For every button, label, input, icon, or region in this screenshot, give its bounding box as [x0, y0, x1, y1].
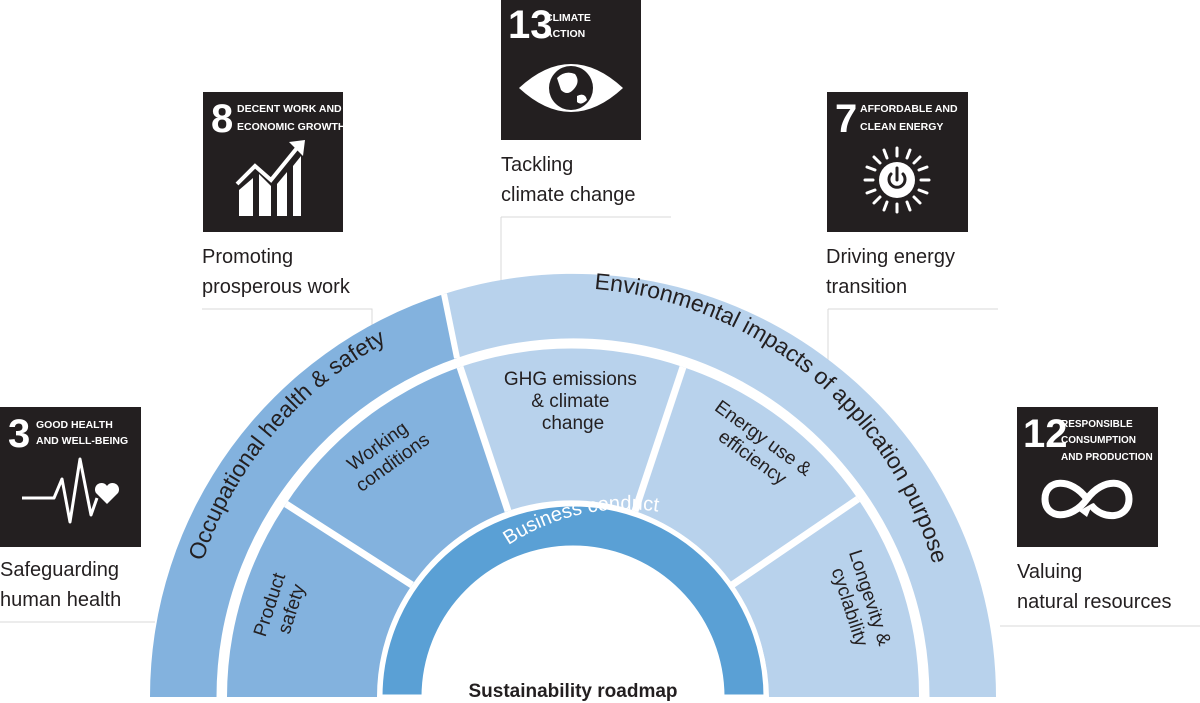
sdg-number: 3 [8, 412, 30, 456]
center-label: Sustainability roadmap [468, 681, 677, 702]
ring-separator [216, 340, 930, 698]
segment-label-line: & climate [531, 391, 609, 412]
sdg-title: CLIMATE ACTION [545, 12, 594, 40]
sdg-caption-12: Valuing natural resources [1017, 561, 1172, 613]
infinity-loop-icon [1041, 479, 1133, 520]
leader-lines [0, 216, 1200, 627]
segment-label-ghg-emissions: GHG emissions & climate change [504, 369, 642, 434]
heartbeat-icon [22, 457, 120, 524]
sdg-tile-12[interactable]: 12 RESPONSIBLE CONSUMPTION AND PRODUCTIO… [1017, 407, 1158, 547]
outer-ring-divider [441, 293, 460, 359]
sdg-title: GOOD HEALTH AND WELL-BEING [36, 419, 128, 447]
outer-ring-right[interactable] [444, 273, 996, 697]
segment-label-line: change [542, 413, 604, 434]
sdg-title: AFFORDABLE AND CLEAN ENERGY [860, 103, 961, 133]
sdg-number: 7 [835, 97, 857, 141]
sdg-tile-8[interactable]: 8 DECENT WORK AND ECONOMIC GROWTH [203, 92, 346, 232]
segment-dividers [284, 365, 860, 588]
outer-ring-left[interactable] [149, 294, 457, 697]
sdg-caption-7: Driving energy transition [826, 246, 961, 298]
sdg-tile-3[interactable]: 3 GOOD HEALTH AND WELL-BEING [0, 407, 141, 547]
segment-longevity[interactable] [732, 499, 920, 697]
leader-line-sdg7 [827, 308, 998, 365]
sdg-number: 13 [508, 3, 553, 47]
segment-energy-use[interactable] [635, 367, 858, 585]
leader-line-sdg8 [202, 308, 373, 332]
sdg-title: RESPONSIBLE CONSUMPTION AND PRODUCTION [1061, 419, 1153, 463]
sdg-tile-13[interactable]: 13 CLIMATE ACTION [501, 0, 641, 140]
leader-line-sdg13 [500, 216, 671, 282]
sdg-caption-13: Tackling climate change [501, 154, 636, 206]
sdg-caption-3: Safeguarding human health [0, 559, 125, 611]
sdg-title: DECENT WORK AND ECONOMIC GROWTH [237, 103, 346, 133]
segment-label-line: GHG emissions [504, 369, 637, 390]
sun-power-icon [863, 146, 931, 214]
sdg-caption-8: Promoting prosperous work [202, 246, 351, 298]
sdg-number: 12 [1023, 412, 1068, 456]
growth-chart-icon [235, 140, 305, 216]
segment-product-safety[interactable] [227, 504, 412, 697]
inner-ring[interactable] [377, 501, 769, 700]
segment-working-conditions[interactable] [286, 367, 508, 585]
earth-eye-icon [519, 64, 623, 112]
segment-ghg-emissions[interactable] [460, 348, 683, 511]
sdg-number: 8 [211, 97, 233, 141]
sdg-tile-7[interactable]: 7 AFFORDABLE AND CLEAN ENERGY [827, 92, 968, 232]
